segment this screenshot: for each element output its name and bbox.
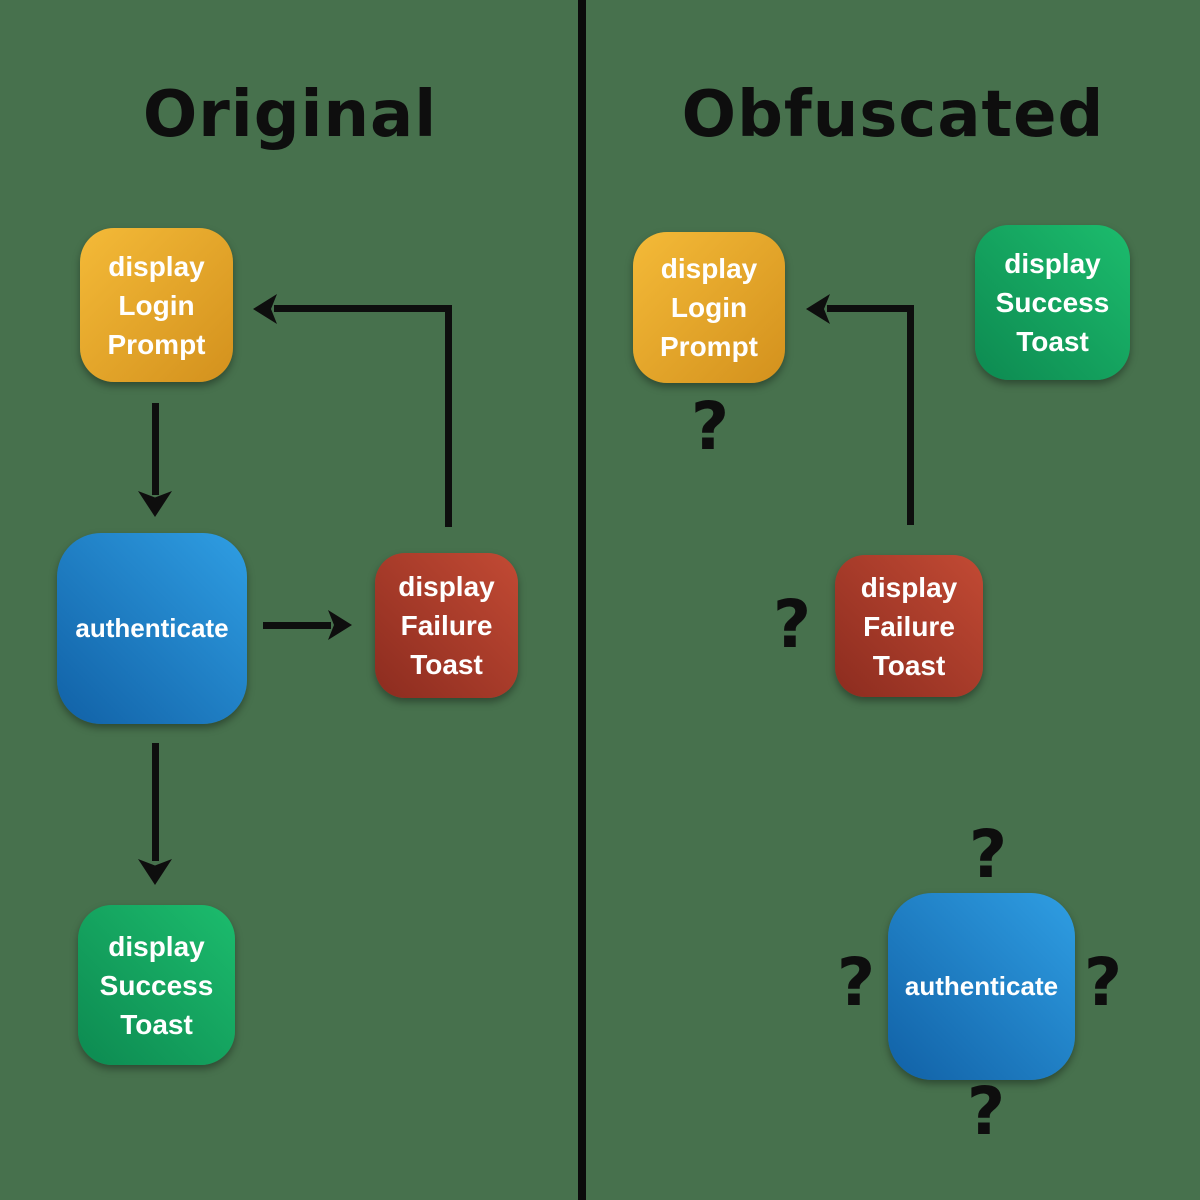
node-label-line: Success <box>995 287 1110 318</box>
original-node-display-login-prompt: display Login Prompt <box>80 228 233 382</box>
panel-divider-line <box>578 0 586 1200</box>
node-label-line: Failure <box>400 610 493 641</box>
question-mark-below-login-prompt: ? <box>690 388 730 465</box>
node-label-line: authenticate <box>75 613 229 643</box>
node-label-line: display <box>108 250 205 282</box>
node-label-line: display <box>1004 248 1101 279</box>
node-label-line: Toast <box>1016 326 1089 357</box>
arrow-shaft <box>152 403 159 495</box>
obfuscated-node-display-success-toast: display Success Toast <box>975 225 1130 380</box>
arrow-shaft-horizontal <box>274 305 452 312</box>
node-label-line: Toast <box>120 1008 193 1040</box>
node-label-line: display <box>108 930 205 962</box>
node-label-line: display <box>660 253 758 284</box>
arrow-shaft <box>263 622 331 629</box>
arrowhead-down-icon <box>138 859 172 885</box>
original-node-display-success-toast: display Success Toast <box>78 905 235 1065</box>
node-label-line: display <box>398 571 495 602</box>
node-label-line: Failure <box>863 610 955 642</box>
node-label-line: Login <box>118 289 195 321</box>
node-label-line: Toast <box>872 649 946 681</box>
arrow-shaft <box>152 743 159 861</box>
arrow-shaft-horizontal <box>827 305 914 312</box>
obfuscated-node-display-failure-toast: display Failure Toast <box>835 555 983 697</box>
arrowhead-right-icon <box>328 610 352 640</box>
arrow-shaft-vertical <box>445 305 452 527</box>
node-label-line: Success <box>99 969 214 1001</box>
node-label-line: Prompt <box>660 331 758 362</box>
arrow-shaft-vertical <box>907 305 914 525</box>
question-mark-right-of-authenticate: ? <box>1083 944 1123 1021</box>
node-label-line: Login <box>670 292 748 323</box>
original-panel-title: Original <box>142 78 438 152</box>
node-label-line: Toast <box>410 649 483 680</box>
node-label-line: authenticate <box>904 971 1059 1001</box>
obfuscated-panel-title: Obfuscated <box>681 78 1105 152</box>
node-label-line: display <box>860 571 958 603</box>
obfuscated-node-display-login-prompt: display Login Prompt <box>633 232 785 383</box>
question-mark-below-authenticate: ? <box>966 1073 1006 1150</box>
question-mark-left-of-authenticate: ? <box>836 944 876 1021</box>
obfuscated-node-authenticate: authenticate <box>888 893 1075 1080</box>
original-node-authenticate: authenticate <box>57 533 247 724</box>
question-mark-above-authenticate: ? <box>968 816 1008 893</box>
question-mark-left-of-failure-toast: ? <box>772 586 812 663</box>
node-label-line: Prompt <box>107 328 206 360</box>
original-node-display-failure-toast: display Failure Toast <box>375 553 518 698</box>
